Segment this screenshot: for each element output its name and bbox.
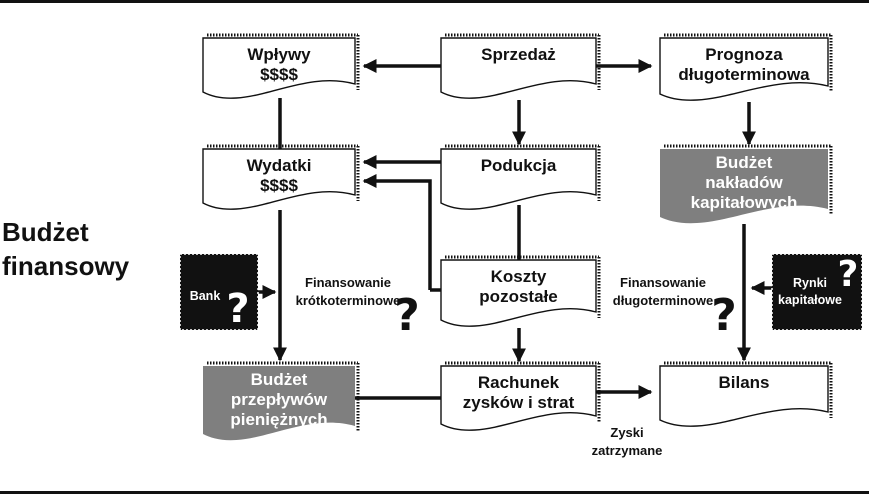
question-mark-rynki: ? [838, 254, 859, 295]
label-fin-krotko: krótkoterminowe [296, 293, 401, 308]
badge-rynki-label: kapitałowe [778, 293, 842, 307]
doc-label-line: przepływów [231, 390, 328, 409]
doc-body [659, 37, 829, 101]
bottom-rule [0, 491, 869, 494]
doc-label-line: $$$$ [260, 65, 298, 84]
doc-label-line: Podukcja [481, 156, 557, 175]
badge-rynki-label: Rynki [793, 276, 827, 290]
doc-wplywy: Wpływy$$$$ [202, 33, 360, 99]
doc-label-line: Prognoza [705, 45, 783, 64]
doc-label-line: Wydatki [247, 156, 312, 175]
doc-body [202, 148, 356, 210]
doc-label-line: Budżet [716, 153, 773, 172]
doc-body [440, 259, 597, 327]
question-mark-dlugo: ? [711, 290, 737, 341]
doc-label-line: długoterminowa [678, 65, 810, 84]
doc-label-line: Sprzedaż [481, 45, 556, 64]
connectors [258, 59, 772, 400]
doc-produkcja: Podukcja [440, 144, 601, 210]
doc-body [440, 148, 597, 210]
doc-label-line: $$$$ [260, 176, 298, 195]
top-rule [0, 0, 869, 3]
doc-label-line: Budżet [251, 370, 308, 389]
doc-label-line: Wpływy [247, 45, 311, 64]
doc-sprzedaz: Sprzedaż [440, 33, 601, 99]
doc-bilans: Bilans [659, 361, 833, 427]
doc-body [203, 366, 355, 441]
doc-label-line: kapitałowych [691, 193, 798, 212]
doc-label-line: nakładów [705, 173, 783, 192]
arrow-koszty-to-wydatki [362, 174, 432, 290]
label-fin-dlugo: długoterminowe [613, 293, 713, 308]
badge-rynki [771, 253, 863, 331]
doc-body [440, 37, 597, 99]
doc-label-line: Bilans [718, 373, 769, 392]
doc-body [440, 365, 597, 431]
label-zyski-zatrzymane: Zyski [610, 425, 643, 440]
doc-label-line: zysków i strat [463, 393, 575, 412]
doc-label-line: pozostałe [479, 287, 557, 306]
badge-bank [179, 253, 259, 331]
doc-label-line: pieniężnych [230, 410, 327, 429]
badge-box [771, 253, 863, 331]
doc-body [659, 365, 829, 427]
badge-bank-label: Bank [190, 289, 221, 303]
question-mark-bank: ? [226, 286, 249, 332]
doc-body [660, 149, 828, 224]
doc-wydatki: Wydatki$$$$ [202, 144, 360, 210]
labels-and-badges: Finansowanie krótkoterminowe Finansowanie d… [179, 253, 863, 458]
label-zyski-zatrzymane: zatrzymane [592, 443, 663, 458]
doc-label-line: Rachunek [478, 373, 560, 392]
side-title: Budżet finansowy [2, 217, 130, 281]
doc-body [202, 37, 356, 99]
badge-box [179, 253, 259, 331]
question-mark-krotko: ? [394, 290, 420, 341]
doc-label-line: Koszty [491, 267, 547, 286]
label-fin-krotko: Finansowanie [305, 275, 391, 290]
label-fin-dlugo: Finansowanie [620, 275, 706, 290]
